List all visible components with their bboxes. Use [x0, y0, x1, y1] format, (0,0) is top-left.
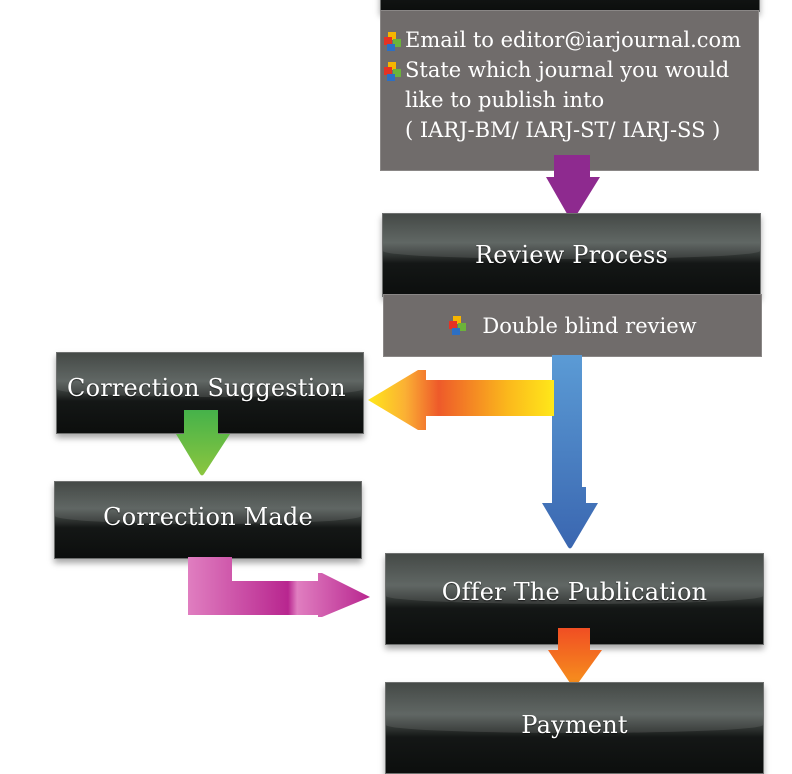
review-process-label: Review Process — [474, 241, 669, 269]
correction-made-label: Correction Made — [103, 503, 313, 531]
bullet-item: State which journal you would — [383, 55, 741, 85]
arrow-shape — [548, 628, 602, 688]
journal-instruction: State which journal you would — [405, 58, 730, 82]
review-process-box: Review Process — [382, 213, 761, 297]
correction-suggestion-label: Correction Suggestion — [67, 374, 346, 402]
review-detail-box: Double blind review — [383, 294, 762, 357]
bullet-item: Email to editor@iarjournal.com — [383, 25, 741, 55]
arrow-shape — [368, 370, 554, 430]
arrow-left-orange — [368, 370, 554, 430]
cubes-icon — [384, 61, 401, 81]
offer-publication-box: Offer The Publication — [385, 553, 764, 645]
offer-publication-label: Offer The Publication — [441, 578, 708, 606]
arrow-down-green — [176, 410, 230, 476]
arrow-shape — [188, 557, 370, 617]
cubes-icon — [384, 31, 401, 51]
review-detail-label: Double blind review — [482, 313, 697, 338]
payment-label: Payment — [521, 711, 628, 739]
journal-instruction-cont: like to publish into — [405, 88, 605, 112]
arrow-down-orange — [548, 628, 602, 688]
email-instruction: Email to editor@iarjournal.com — [405, 28, 742, 52]
payment-box: Payment — [385, 682, 764, 774]
arrow-shape — [546, 155, 600, 221]
journal-options: ( IARJ-BM/ IARJ-ST/ IARJ-SS ) — [405, 118, 721, 142]
correction-made-box: Correction Made — [54, 481, 362, 559]
arrow-down-purple — [546, 155, 600, 221]
submission-box: Email to editor@iarjournal.com State whi… — [380, 10, 759, 171]
arrow-right-pink — [188, 557, 370, 617]
arrow-shape — [176, 410, 230, 476]
cubes-icon — [449, 315, 467, 335]
arrow-down-blue — [542, 355, 598, 549]
arrow-shape — [542, 355, 598, 549]
